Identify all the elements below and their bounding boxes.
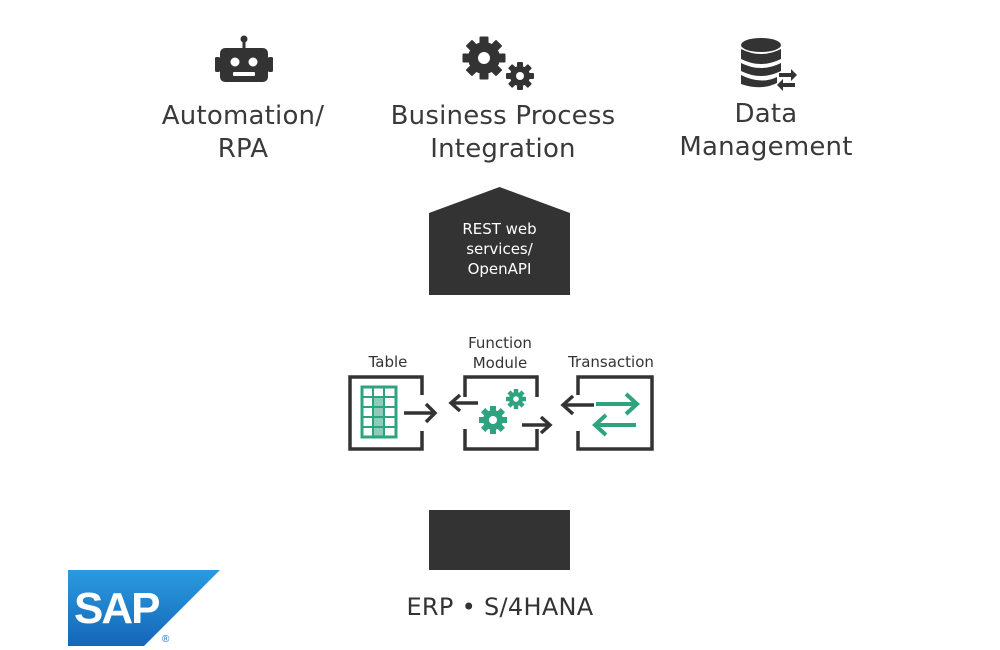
api-label-line-3: OpenAPI bbox=[467, 260, 532, 278]
svg-text:®: ® bbox=[162, 634, 170, 645]
transaction-icon bbox=[560, 375, 654, 451]
database-sync-icon bbox=[741, 38, 797, 91]
automation-rpa-caption: Automation/ RPA bbox=[143, 100, 343, 166]
automation-caption-line-1: Automation/ bbox=[161, 101, 325, 131]
data-mgmt-caption-line-2: Management bbox=[679, 132, 853, 162]
transaction-label-text: Transaction bbox=[568, 353, 654, 371]
transaction-label: Transaction bbox=[556, 352, 666, 372]
api-layer-label: REST web services/ OpenAPI bbox=[429, 219, 570, 279]
robot-icon bbox=[215, 35, 273, 82]
table-export-icon bbox=[348, 375, 438, 451]
erp-system-block bbox=[429, 510, 570, 570]
table-label: Table bbox=[348, 352, 428, 372]
gears-icon bbox=[462, 36, 534, 90]
function-module-icon bbox=[448, 375, 553, 451]
fm-label-line-2: Module bbox=[472, 354, 528, 372]
bpi-caption-line-1: Business Process bbox=[390, 101, 616, 131]
api-label-line-1: REST web bbox=[462, 220, 537, 238]
table-label-text: Table bbox=[368, 353, 408, 371]
svg-text:SAP: SAP bbox=[74, 584, 159, 633]
api-label-line-2: services/ bbox=[466, 240, 533, 258]
business-process-integration-caption: Business Process Integration bbox=[378, 100, 628, 166]
data-mgmt-caption-line-1: Data bbox=[734, 99, 798, 129]
function-module-label: Function Module bbox=[450, 333, 550, 373]
fm-label-line-1: Function bbox=[468, 334, 532, 352]
erp-s4hana-label: ERP • S/4HANA bbox=[406, 593, 594, 621]
bpi-caption-line-2: Integration bbox=[430, 134, 576, 164]
api-layer-shape bbox=[429, 187, 570, 295]
automation-caption-line-2: RPA bbox=[217, 134, 269, 164]
sap-logo: SAP ® bbox=[68, 570, 220, 646]
data-management-caption: Data Management bbox=[656, 98, 876, 164]
